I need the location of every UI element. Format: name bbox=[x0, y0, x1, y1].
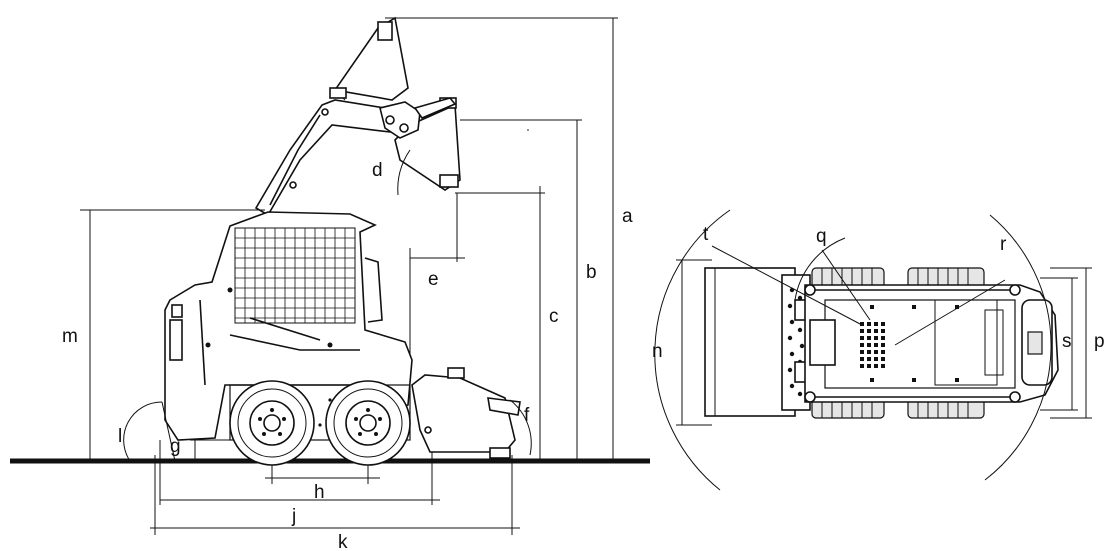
label-g: g bbox=[170, 436, 181, 457]
raised-bucket bbox=[329, 16, 409, 101]
label-b: b bbox=[586, 262, 597, 283]
label-c: c bbox=[549, 306, 559, 327]
label-q: q bbox=[816, 226, 827, 247]
label-f: f bbox=[524, 405, 530, 426]
rear-wheel bbox=[229, 380, 315, 466]
label-d: d bbox=[372, 160, 383, 181]
label-m: m bbox=[62, 326, 78, 347]
label-a: a bbox=[622, 206, 633, 227]
front-wheel bbox=[325, 380, 411, 466]
label-t: t bbox=[703, 224, 709, 245]
label-j: j bbox=[291, 506, 296, 527]
label-l: l bbox=[118, 426, 122, 447]
lift-arm bbox=[254, 97, 457, 217]
label-h: h bbox=[314, 482, 325, 503]
top-body bbox=[804, 284, 1059, 403]
label-e: e bbox=[428, 269, 439, 290]
label-r: r bbox=[1000, 234, 1007, 255]
lowered-bucket bbox=[411, 367, 521, 459]
top-bucket bbox=[704, 267, 818, 417]
side-view: a b c d e f g h j k l m bbox=[10, 16, 650, 551]
label-n: n bbox=[652, 341, 663, 362]
label-s: s bbox=[1062, 331, 1072, 352]
label-k: k bbox=[338, 532, 348, 551]
label-p: p bbox=[1094, 331, 1105, 352]
machine-body bbox=[164, 211, 413, 441]
dimension-lines bbox=[80, 17, 618, 535]
top-dimension-lines bbox=[654, 209, 1092, 491]
top-view: n p q r s t bbox=[652, 209, 1105, 491]
top-tires bbox=[811, 267, 985, 419]
